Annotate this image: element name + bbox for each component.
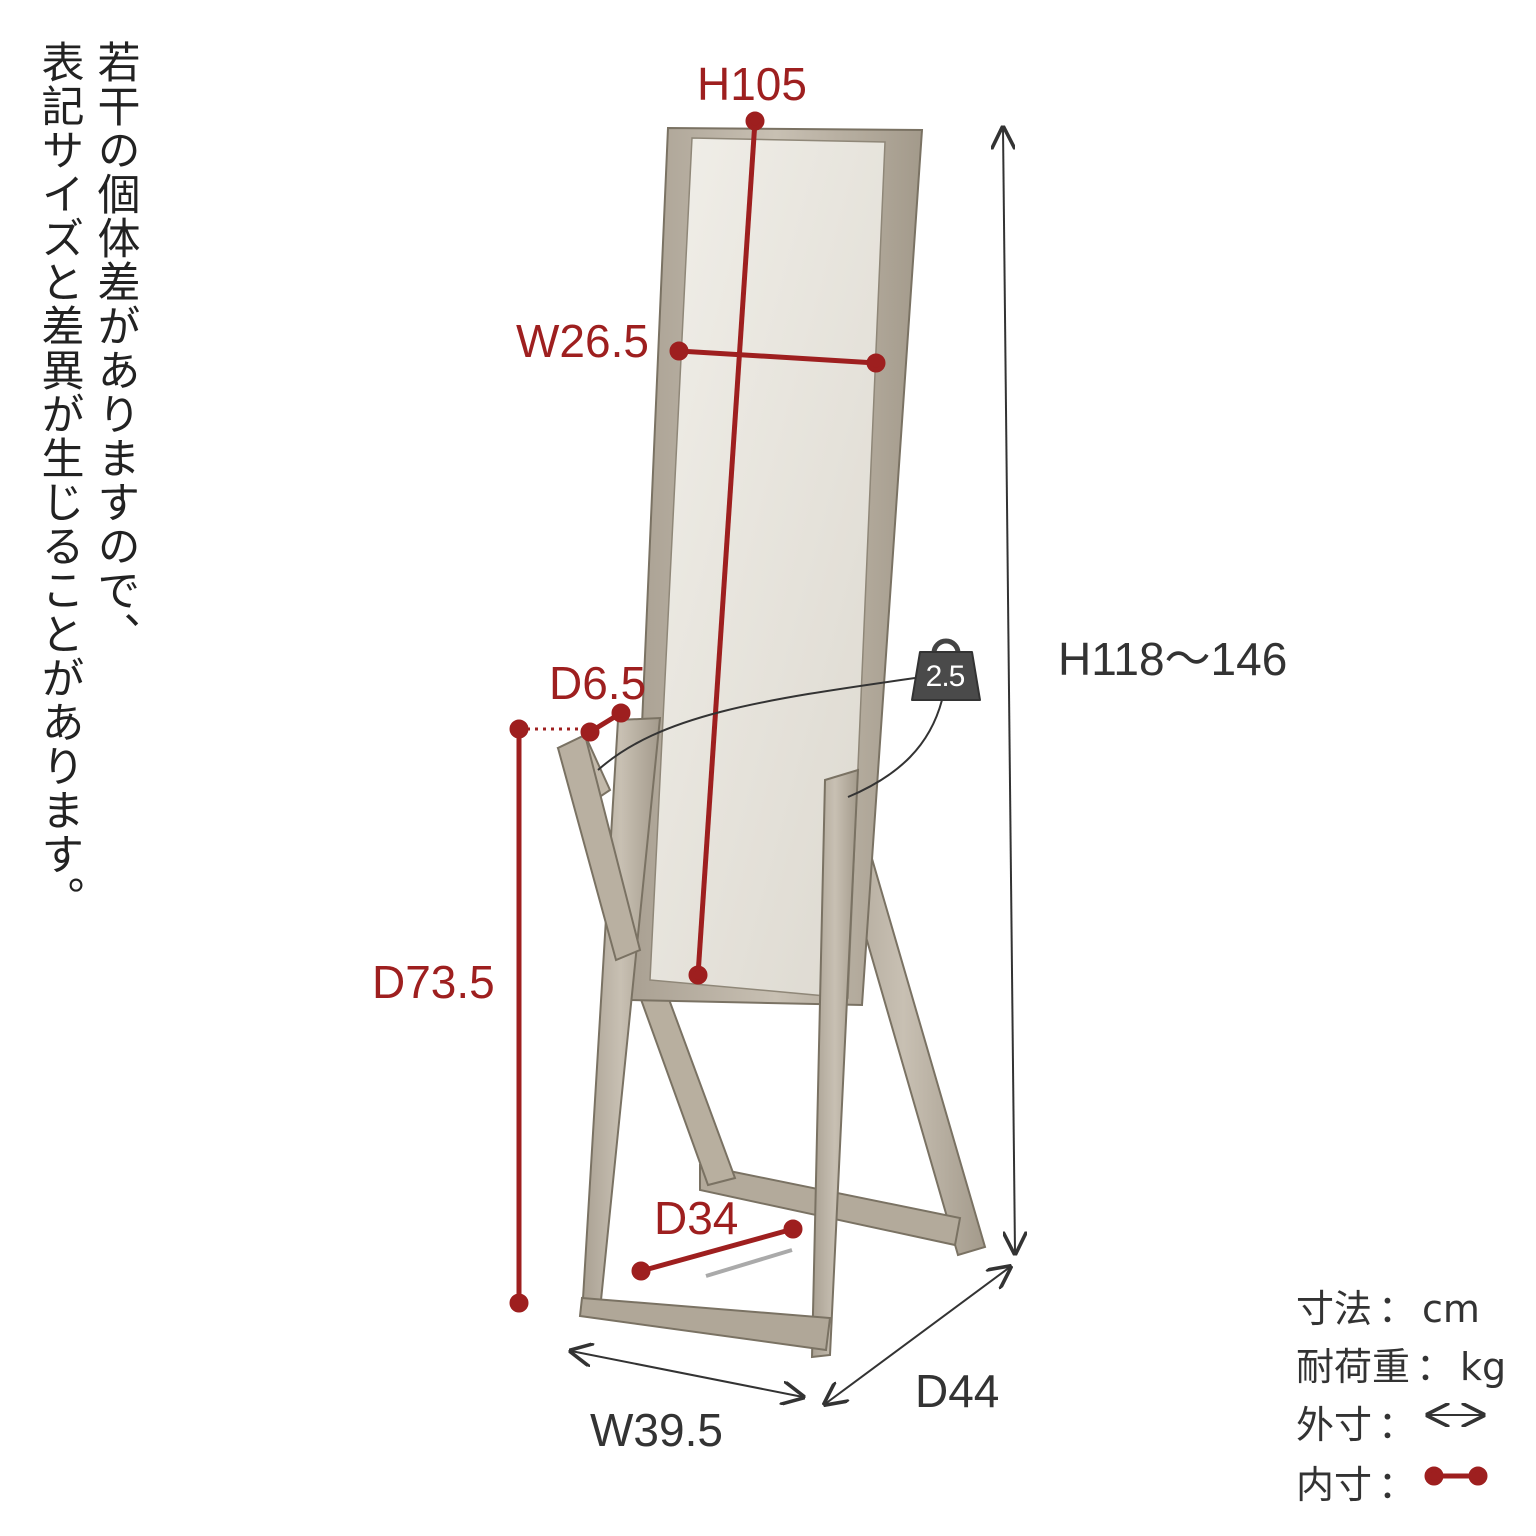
legend-outer-label: 外寸	[1296, 1403, 1373, 1447]
mirror-frame	[628, 126, 924, 1007]
legend-inner: 内寸：	[1296, 1454, 1422, 1509]
legend-outer: 外寸：	[1296, 1394, 1422, 1449]
load-callout-line-left	[597, 677, 916, 771]
dim-line-mirror-height	[688, 111, 765, 985]
label-mirror-height: H105	[697, 58, 807, 110]
label-stand-depth: D73.5	[372, 956, 495, 1008]
legend-units: 寸法：cm	[1296, 1278, 1480, 1333]
note-line-2: 表記サイズと差異が生じることがあります。	[34, 40, 84, 920]
legend-separator: ：	[1416, 1345, 1455, 1389]
label-total-depth: D44	[915, 1365, 1000, 1417]
legend-load: 耐荷重：kg	[1296, 1336, 1506, 1391]
legend-inner-label: 内寸	[1296, 1463, 1373, 1507]
legend-load-label: 耐荷重	[1296, 1345, 1411, 1389]
dim-line-frame-depth	[519, 703, 631, 742]
load-value: 2.5	[925, 660, 966, 693]
front-leg-left	[556, 716, 662, 1317]
label-base-depth: D34	[654, 1192, 739, 1244]
note-line-1: 若干の個体差がありますので、	[90, 40, 140, 656]
dim-arrow-total-depth	[825, 1267, 1010, 1404]
dim-line-mirror-width	[669, 341, 886, 373]
dim-arrow-total-height	[1003, 128, 1015, 1253]
legend-separator: ：	[1378, 1287, 1417, 1331]
dim-line-base-depth	[631, 1219, 803, 1281]
legend-separator: ：	[1378, 1463, 1417, 1507]
legend-units-value: cm	[1422, 1287, 1480, 1331]
front-base-bar	[578, 1296, 832, 1352]
label-total-width: W39.5	[590, 1404, 723, 1456]
legend-units-label: 寸法	[1296, 1287, 1373, 1331]
legend-separator: ：	[1378, 1403, 1417, 1447]
dim-arrow-total-width	[571, 1351, 803, 1397]
legend-load-value: kg	[1460, 1345, 1507, 1389]
support-rod	[705, 1248, 793, 1278]
label-frame-depth: D6.5	[549, 657, 647, 709]
weight-icon	[911, 638, 981, 701]
load-callout-line-right	[847, 699, 943, 798]
label-total-height: H118～146	[1058, 633, 1288, 685]
dot-line-icon	[1424, 1466, 1488, 1486]
label-mirror-width: W26.5	[516, 315, 649, 367]
rear-leg-left	[632, 973, 737, 1187]
dim-line-stand-depth	[509, 719, 529, 1313]
